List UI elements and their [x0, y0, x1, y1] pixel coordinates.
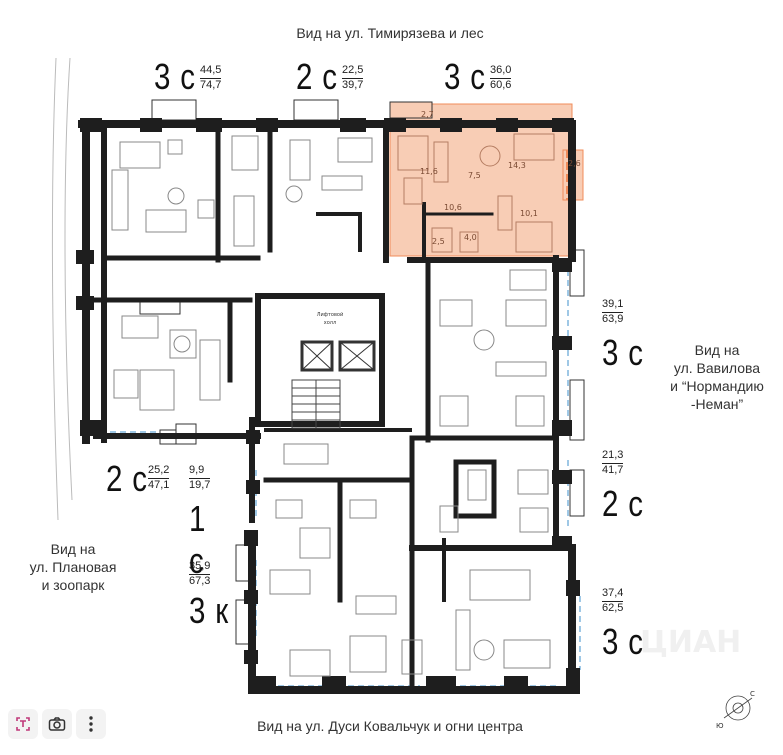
- unit-area: 22,5 39,7: [342, 64, 364, 92]
- room-area-label: 4,0: [464, 233, 477, 242]
- svg-text:Лифтовой: Лифтовой: [317, 311, 344, 318]
- unit-type: 3 с: [154, 56, 196, 97]
- room-area-label: 7,5: [468, 171, 481, 180]
- unit-label-u8[interactable]: 9,9 19,7 1 с: [189, 464, 239, 581]
- highlight-room-areas: 2,7 11,6 7,5 14,3 2,6 10,6 10,1 2,5 4,0: [420, 110, 581, 246]
- view-right-line-1: Вид на: [694, 342, 740, 358]
- living-area: 21,3: [602, 449, 624, 464]
- resize-icon: [16, 717, 30, 731]
- unit-type: 2 с: [602, 483, 644, 524]
- living-area: 39,1: [602, 298, 624, 313]
- view-left-line-1: Вид на: [50, 541, 96, 557]
- room-area-label: 2,6: [568, 159, 581, 168]
- living-area: 22,5: [342, 64, 364, 79]
- unit-type: 3 с: [444, 56, 486, 97]
- unit-label-u9[interactable]: 35,9 67,3 3 к: [189, 560, 239, 636]
- living-area: 44,5: [200, 64, 222, 79]
- unit-area: 36,0 60,6: [490, 64, 512, 92]
- unit-label-u4[interactable]: 39,1 63,9 3 с: [602, 298, 662, 374]
- resize-button[interactable]: [8, 709, 38, 739]
- unit-area: 44,5 74,7: [200, 64, 222, 92]
- living-area: 37,4: [602, 587, 624, 602]
- more-icon: [89, 716, 93, 732]
- svg-text:Ю: Ю: [716, 722, 724, 730]
- living-area: 9,9: [189, 464, 211, 479]
- unit-area: 37,4 62,5: [602, 587, 624, 615]
- unit-area: 25,2 47,1: [148, 464, 170, 492]
- viewer-toolbar: [8, 709, 110, 743]
- room-area-label: 2,5: [432, 237, 445, 246]
- watermark: ЦИАН: [640, 625, 741, 660]
- view-left: Вид на ул. Плановая и зоопарк: [8, 540, 138, 594]
- svg-text:С: С: [750, 690, 755, 698]
- view-left-line-3: и зоопарк: [41, 577, 105, 593]
- room-area-label: 14,3: [508, 161, 526, 170]
- view-right: Вид на ул. Вавилова и “Нормандию -Неман”: [652, 341, 782, 413]
- total-area: 62,5: [602, 602, 624, 614]
- svg-text:холл: холл: [324, 320, 336, 326]
- stairs: [291, 379, 341, 429]
- pillars: [76, 118, 580, 692]
- view-bottom: Вид на ул. Дуси Ковальчук и огни центра: [257, 718, 523, 734]
- unit-type: 3 к: [189, 590, 230, 631]
- unit-type: 2 с: [296, 56, 338, 97]
- unit-type: 1 с: [189, 498, 207, 581]
- view-right-line-3: и “Нормандию: [670, 378, 764, 394]
- view-right-line-2: ул. Вавилова: [673, 360, 761, 376]
- unit-label-u2[interactable]: 2 с 22,5 39,7: [296, 56, 386, 97]
- terrain-lines: [52, 57, 73, 521]
- total-area: 47,1: [148, 479, 170, 491]
- more-button[interactable]: [76, 709, 106, 739]
- total-area: 41,7: [602, 464, 624, 476]
- camera-icon: [48, 717, 66, 731]
- unit-area: 9,9 19,7: [189, 464, 211, 492]
- total-area: 19,7: [189, 479, 211, 491]
- highlighted-apartment[interactable]: [389, 103, 584, 257]
- unit-type: 3 с: [602, 332, 644, 373]
- room-area-label: 2,7: [421, 110, 434, 119]
- living-area: 25,2: [148, 464, 170, 479]
- room-area-label: 10,1: [520, 209, 538, 218]
- unit-label-u1[interactable]: 3 с 44,5 74,7: [154, 56, 244, 97]
- room-area-label: 11,6: [420, 167, 438, 176]
- walls: [78, 120, 580, 694]
- living-area: 35,9: [189, 560, 211, 575]
- view-left-line-2: ул. Плановая: [29, 559, 117, 575]
- bays: [139, 99, 585, 645]
- unit-label-u5[interactable]: 21,3 41,7 2 с: [602, 449, 662, 525]
- view-top: Вид на ул. Тимирязева и лес: [296, 25, 484, 41]
- living-area: 36,0: [490, 64, 512, 79]
- view-right-line-4: -Неман”: [690, 396, 744, 412]
- unit-label-u6[interactable]: 37,4 62,5 3 с: [602, 587, 662, 663]
- unit-type: 2 с: [106, 458, 148, 499]
- compass-icon: С Ю: [716, 690, 755, 730]
- total-area: 74,7: [200, 79, 222, 91]
- total-area: 63,9: [602, 313, 624, 325]
- total-area: 60,6: [490, 79, 512, 91]
- unit-area: 35,9 67,3: [189, 560, 211, 588]
- unit-area: 39,1 63,9: [602, 298, 624, 326]
- total-area: 67,3: [189, 575, 211, 587]
- lobby-label: Лифтовой холл: [317, 311, 344, 326]
- furniture-highlight: [397, 133, 555, 253]
- unit-type: 3 с: [602, 621, 644, 662]
- unit-area: 21,3 41,7: [602, 449, 624, 477]
- lifts: [300, 340, 376, 372]
- total-area: 39,7: [342, 79, 364, 91]
- furniture: [111, 135, 551, 677]
- unit-label-u7[interactable]: 2 с 25,2 47,1: [106, 458, 186, 499]
- room-area-label: 10,6: [444, 203, 462, 212]
- unit-label-u3[interactable]: 3 с 36,0 60,6: [444, 56, 534, 97]
- camera-button[interactable]: [42, 709, 72, 739]
